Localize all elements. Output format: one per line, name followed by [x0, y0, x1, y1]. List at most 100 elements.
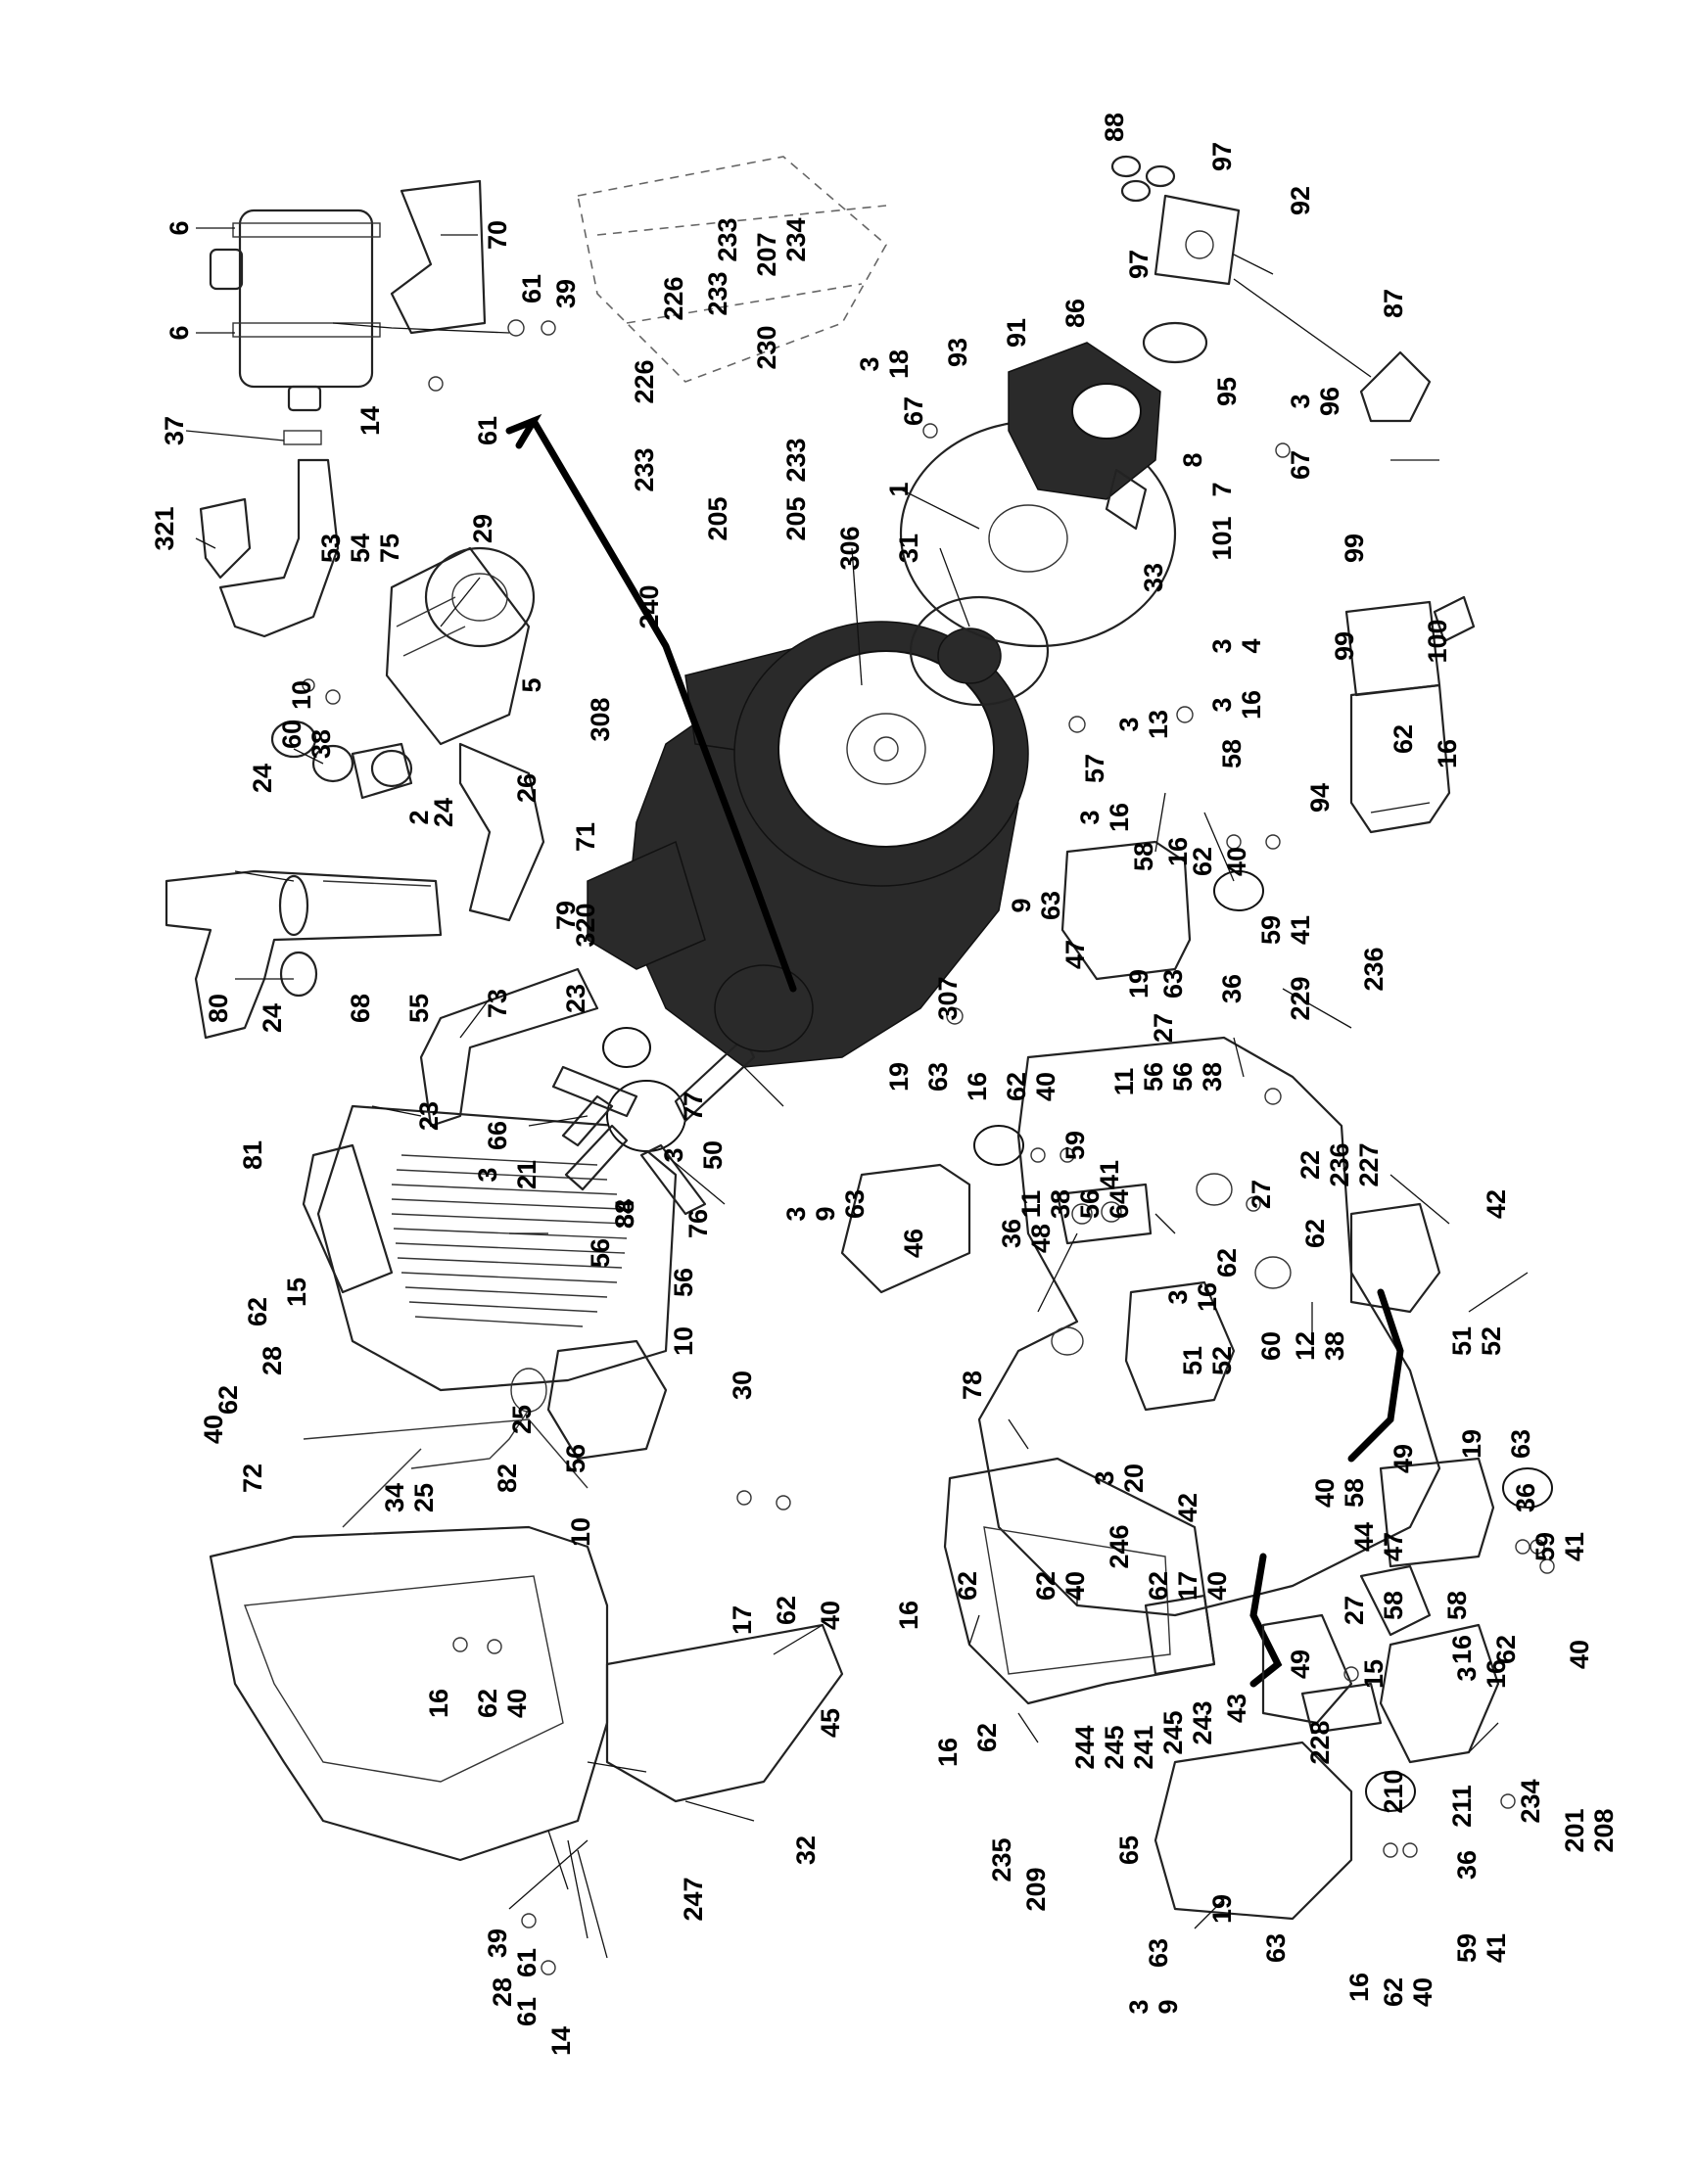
callout-7: 7 — [1207, 482, 1237, 496]
callout-30: 30 — [728, 1371, 757, 1400]
callout-205: 205 — [703, 496, 732, 540]
callout-240: 240 — [635, 584, 664, 628]
callout-233: 233 — [781, 438, 811, 482]
callout-56: 56 — [561, 1444, 590, 1473]
callout-91: 91 — [1002, 318, 1031, 348]
callout-16: 16 — [1237, 690, 1266, 720]
callout-2: 2 — [404, 810, 434, 824]
callout-48: 48 — [1026, 1224, 1056, 1253]
callout-8: 8 — [1178, 452, 1207, 467]
callout-18: 18 — [884, 349, 914, 379]
callout-3: 3 — [1207, 697, 1237, 712]
callout-36: 36 — [1511, 1483, 1540, 1512]
callout-3: 3 — [1114, 717, 1144, 731]
battery-box — [943, 1457, 1216, 1705]
callout-64: 64 — [1105, 1189, 1134, 1219]
callout-23: 23 — [414, 1101, 444, 1131]
callout-63: 63 — [1158, 969, 1188, 999]
callout-16: 16 — [1105, 803, 1134, 832]
callout-49: 49 — [1389, 1444, 1418, 1473]
callout-66: 66 — [483, 1121, 512, 1150]
callout-307: 307 — [933, 976, 963, 1020]
callout-16: 16 — [963, 1072, 992, 1101]
callout-233: 233 — [703, 271, 732, 315]
callout-40: 40 — [1202, 1571, 1232, 1601]
callout-22: 22 — [1295, 1150, 1325, 1180]
callout-245: 245 — [1158, 1710, 1188, 1754]
callout-3: 3 — [1124, 1999, 1154, 2014]
callout-97: 97 — [1124, 250, 1154, 279]
callout-208: 208 — [1589, 1808, 1619, 1852]
callout-19: 19 — [1124, 969, 1154, 999]
callout-236: 236 — [1325, 1142, 1354, 1186]
callout-14: 14 — [546, 2026, 576, 2056]
callout-68: 68 — [346, 994, 375, 1023]
hydraulic-filter — [1344, 595, 1476, 834]
callout-40: 40 — [1310, 1478, 1340, 1508]
callout-16: 16 — [1482, 1659, 1511, 1689]
callout-205: 205 — [781, 496, 811, 540]
callout-321: 321 — [150, 506, 179, 550]
callout-226: 226 — [659, 276, 688, 320]
callout-79: 79 — [551, 901, 581, 930]
throttle-cable-end — [505, 413, 542, 449]
callout-11: 11 — [1109, 1068, 1139, 1096]
callout-3: 3 — [1452, 1666, 1482, 1681]
callout-5: 5 — [517, 677, 546, 692]
machine-frame-outline — [577, 156, 888, 383]
hold-down-strap-upper — [1347, 1288, 1404, 1463]
callout-62: 62 — [243, 1297, 272, 1326]
callout-229: 229 — [1286, 976, 1315, 1020]
callout-244: 244 — [1070, 1725, 1100, 1769]
callout-87: 87 — [1379, 289, 1408, 318]
callout-40: 40 — [1408, 1977, 1437, 2007]
callout-33: 33 — [1139, 563, 1168, 592]
callout-228: 228 — [1305, 1720, 1335, 1764]
callout-10: 10 — [566, 1517, 595, 1547]
artwork — [165, 155, 1555, 1975]
callout-37: 37 — [160, 416, 189, 445]
callout-1: 1 — [884, 482, 914, 496]
callout-246: 246 — [1105, 1524, 1134, 1568]
exhaust-pipe — [218, 458, 340, 638]
callout-56: 56 — [1075, 1189, 1105, 1219]
callout-40: 40 — [1060, 1571, 1090, 1601]
callout-40: 40 — [816, 1601, 845, 1630]
radiator-hose — [419, 967, 599, 1128]
callout-62: 62 — [1389, 724, 1418, 754]
callout-63: 63 — [1036, 891, 1065, 920]
callout-56: 56 — [669, 1268, 698, 1297]
callout-41: 41 — [1095, 1160, 1124, 1189]
callout-67: 67 — [1286, 450, 1315, 480]
callout-76: 76 — [683, 1209, 713, 1238]
callout-28: 28 — [488, 1977, 517, 2007]
callout-241: 241 — [1129, 1725, 1158, 1769]
callout-29: 29 — [468, 514, 497, 543]
muffler — [209, 209, 381, 445]
callout-234: 234 — [781, 217, 811, 261]
callout-15: 15 — [1359, 1659, 1389, 1689]
callout-73: 73 — [483, 989, 512, 1018]
callout-92: 92 — [1286, 186, 1315, 215]
muffler-heat-shield — [390, 179, 487, 335]
callout-230: 230 — [752, 325, 781, 369]
callout-16: 16 — [894, 1601, 923, 1630]
callout-45: 45 — [816, 1708, 845, 1738]
callout-54: 54 — [346, 534, 375, 563]
callout-16: 16 — [1163, 837, 1193, 866]
callout-62: 62 — [213, 1385, 243, 1415]
callout-16: 16 — [1193, 1282, 1222, 1312]
callout-3: 3 — [781, 1206, 811, 1221]
callout-3: 3 — [1075, 810, 1105, 824]
callout-62: 62 — [953, 1571, 982, 1601]
callout-234: 234 — [1516, 1779, 1545, 1823]
intake-hoses — [165, 720, 545, 1040]
callout-57: 57 — [1080, 754, 1109, 783]
callout-99: 99 — [1340, 534, 1369, 563]
callout-236: 236 — [1359, 947, 1389, 991]
callout-21: 21 — [512, 1160, 541, 1189]
flywheel-housing — [733, 621, 1029, 887]
callout-78: 78 — [958, 1371, 987, 1400]
callout-211: 211 — [1447, 1785, 1477, 1828]
callout-27: 27 — [1149, 1013, 1178, 1043]
